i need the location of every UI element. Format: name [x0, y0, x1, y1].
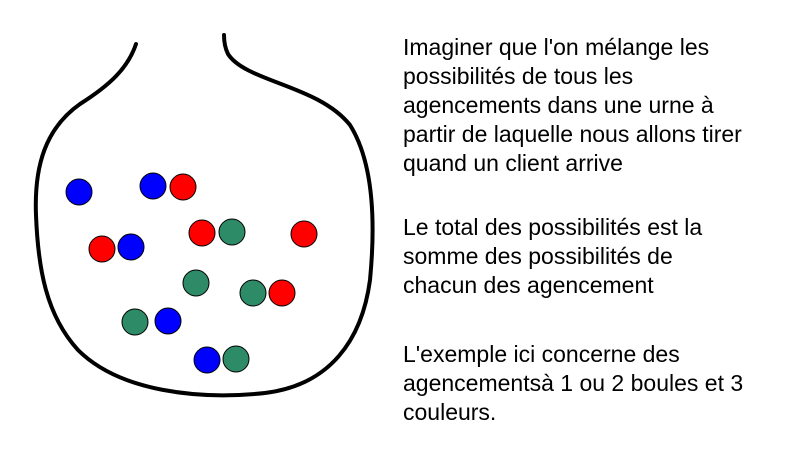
green-ball	[182, 269, 210, 297]
blue-ball	[193, 346, 221, 374]
red-ball	[169, 173, 197, 201]
explanation-paragraph-2: Le total des possibilités est la somme d…	[403, 214, 703, 298]
red-ball	[290, 220, 318, 248]
explanation-paragraph-3: L'exemple ici concerne des agencementsà …	[403, 341, 744, 425]
urn-figure	[33, 33, 375, 398]
explanation-paragraph-1: Imaginer que l'on mélange les possibilit…	[403, 34, 742, 176]
urn-outline	[33, 33, 375, 398]
green-ball	[239, 279, 267, 307]
balls-group	[65, 172, 318, 374]
red-ball	[268, 279, 296, 307]
green-ball	[222, 345, 250, 373]
blue-ball	[117, 233, 145, 261]
green-ball	[121, 308, 149, 336]
blue-ball	[139, 172, 167, 200]
green-ball	[218, 218, 246, 246]
blue-ball	[154, 307, 182, 335]
blue-ball	[65, 178, 93, 206]
red-ball	[188, 219, 216, 247]
red-ball	[88, 235, 116, 263]
